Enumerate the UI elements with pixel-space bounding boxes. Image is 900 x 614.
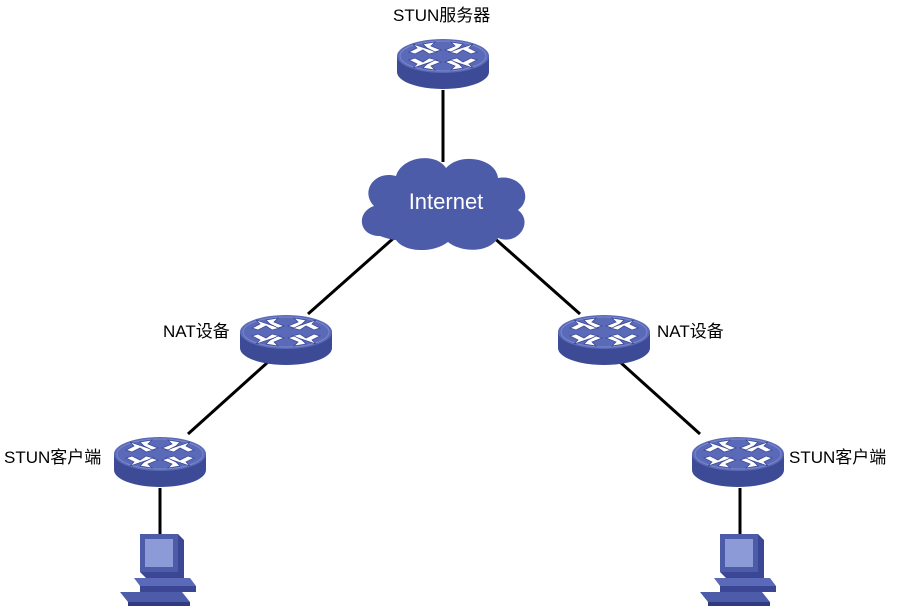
link-nat-left-client-left <box>186 360 270 436</box>
link-internet-nat-right <box>491 234 581 316</box>
link-nat-right-client-right <box>618 360 702 436</box>
router-icon <box>557 314 651 366</box>
router-icon <box>113 436 207 488</box>
link-internet-nat-left <box>307 234 397 316</box>
nat-device-left-label: NAT设备 <box>163 322 230 341</box>
router-icon <box>396 38 490 90</box>
internet-label: Internet <box>409 189 484 214</box>
router-icon <box>239 314 333 366</box>
stun-client-right-label: STUN客户端 <box>789 448 887 467</box>
pc-icon <box>120 534 196 606</box>
nat-device-right-label: NAT设备 <box>657 322 724 341</box>
cloud-icon: Internet <box>361 158 526 251</box>
stun-client-left-label: STUN客户端 <box>4 448 102 467</box>
stun-server-label: STUN服务器 <box>393 6 491 25</box>
router-icon <box>691 436 785 488</box>
pc-icon <box>700 534 776 606</box>
